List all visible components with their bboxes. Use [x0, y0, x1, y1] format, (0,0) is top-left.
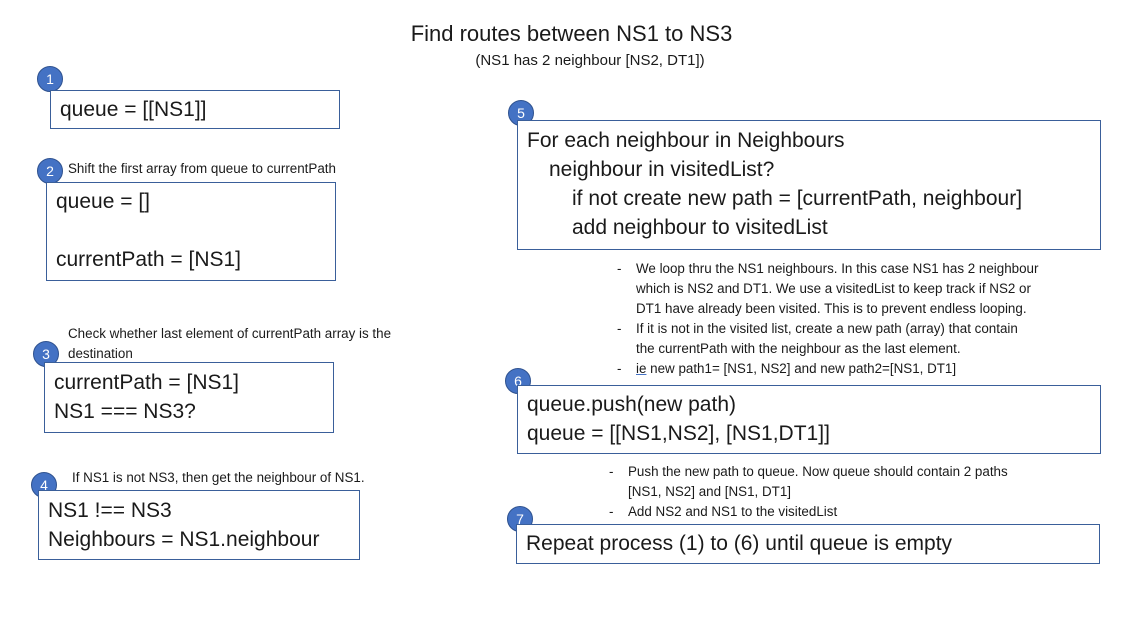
step-6-notes: Push the new path to queue. Now queue sh… [609, 462, 1008, 522]
step-1-line: queue = [[NS1]] [60, 98, 207, 121]
step-6-note-2: Add NS2 and NS1 to the visitedList [609, 502, 1008, 522]
step-4-box: NS1 !== NS3 Neighbours = NS1.neighbour [38, 490, 360, 560]
step-3-line-1: currentPath = [NS1] [54, 371, 240, 394]
step-6-line-2: queue = [[NS1,NS2], [NS1,DT1]] [527, 422, 830, 445]
step-5-line-4: add neighbour to visitedList [572, 216, 828, 239]
step-3-line-2: NS1 === NS3? [54, 400, 196, 423]
step-6-note-1: Push the new path to queue. Now queue sh… [609, 462, 1008, 502]
step-2-box: queue = [] currentPath = [NS1] [46, 182, 336, 281]
step-3-box: currentPath = [NS1] NS1 === NS3? [44, 362, 334, 433]
step-2-note: Shift the first array from queue to curr… [68, 161, 336, 176]
step-6-box: queue.push(new path) queue = [[NS1,NS2],… [517, 385, 1101, 454]
step-2-line-1: queue = [] [56, 190, 150, 213]
step-5-notes: We loop thru the NS1 neighbours. In this… [617, 259, 1038, 379]
step-3-note-2: destination [68, 346, 133, 361]
step-4-line-1: NS1 !== NS3 [48, 499, 172, 522]
step-5-line-2: neighbour in visitedList? [549, 158, 775, 181]
step-4-note: If NS1 is not NS3, then get the neighbou… [72, 470, 365, 485]
step-1-box: queue = [[NS1]] [50, 90, 340, 129]
step-4-line-2: Neighbours = NS1.neighbour [48, 528, 320, 551]
step-5-note-3: ie new path1= [NS1, NS2] and new path2=[… [617, 359, 1038, 379]
step-5-note-2: If it is not in the visited list, create… [617, 319, 1038, 359]
step-5-box: For each neighbour in Neighbours neighbo… [517, 120, 1101, 250]
step-6-line-1: queue.push(new path) [527, 393, 736, 416]
step-2-line-3: currentPath = [NS1] [56, 248, 242, 271]
step-5-line-1: For each neighbour in Neighbours [527, 129, 845, 152]
diagram-subtitle: (NS1 has 2 neighbour [NS2, DT1]) [475, 52, 705, 69]
step-7-box: Repeat process (1) to (6) until queue is… [516, 524, 1100, 564]
step-5-note-1: We loop thru the NS1 neighbours. In this… [617, 259, 1038, 319]
step-7-line: Repeat process (1) to (6) until queue is… [526, 532, 953, 555]
step-2-line-2 [56, 216, 326, 245]
step-1-badge: 1 [37, 66, 63, 92]
diagram-title: Find routes between NS1 to NS3 [410, 21, 733, 46]
step-2-badge: 2 [37, 158, 63, 184]
step-5-line-3: if not create new path = [currentPath, n… [572, 187, 1023, 210]
step-3-note-1: Check whether last element of currentPat… [68, 326, 392, 341]
